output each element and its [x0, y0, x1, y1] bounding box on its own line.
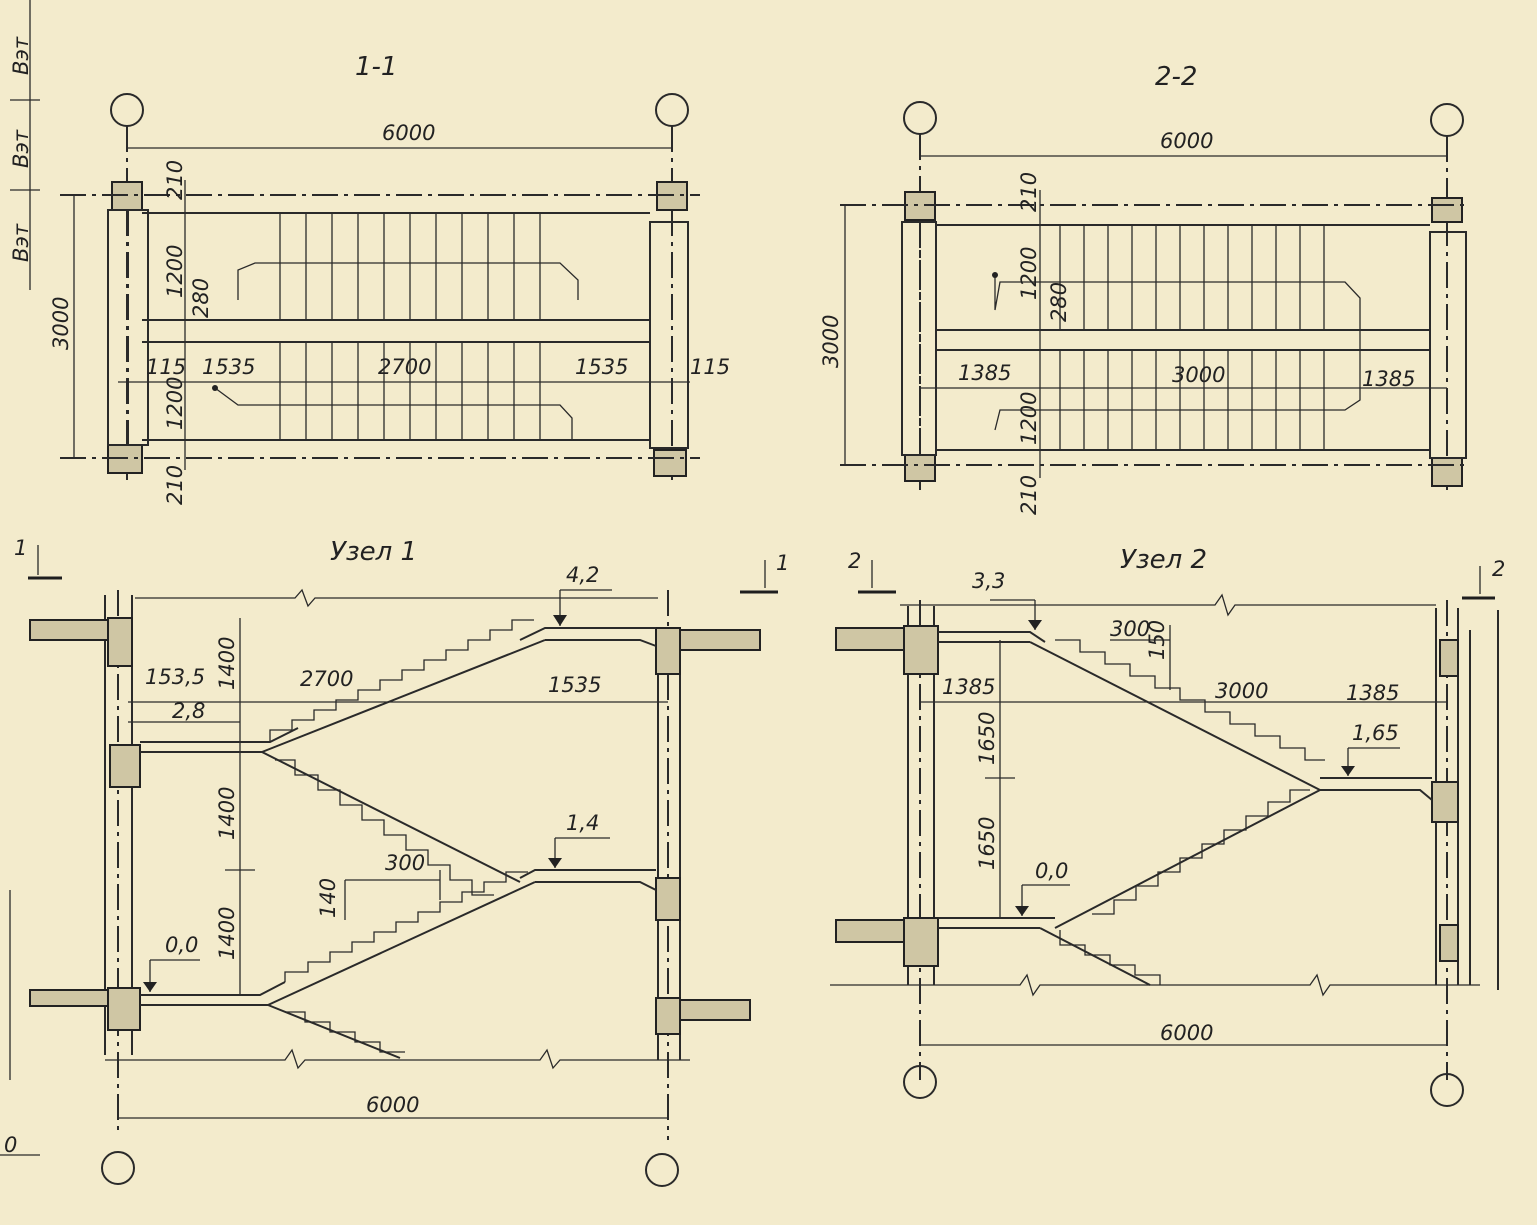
- floor-height-label-1: Вэт: [9, 36, 33, 75]
- section-2-dim-1650-top: 1650: [975, 712, 999, 765]
- plan-2-dim-1385-right: 1385: [1362, 367, 1415, 391]
- plan-2-title: 2-2: [1155, 62, 1197, 92]
- plan-2-dim-1385-left: 1385: [958, 361, 1011, 385]
- plan-1-dim-2700: 2700: [378, 355, 431, 379]
- section-1-dim-2-8: 2,8: [172, 699, 205, 723]
- section-1-dim-300: 300: [385, 851, 425, 875]
- plan-1-dim-3000: 3000: [49, 297, 73, 350]
- section-1-dim-1535: 1535: [548, 673, 601, 697]
- section-1-axis-left: [101, 1151, 135, 1185]
- section-1-dim-153-5: 153,5: [145, 665, 205, 689]
- plan-2-dim-210-top: 210: [1017, 172, 1041, 212]
- plan-1-title: 1-1: [355, 52, 397, 82]
- section-1-dim-6000: 6000: [366, 1093, 419, 1117]
- section-2-level-top: 3,3: [972, 569, 1005, 593]
- section-2-title: Узел 2: [1120, 545, 1207, 575]
- section-1-level-bottom: 0,0: [165, 933, 198, 957]
- plan-1-dim-115-left: 115: [146, 355, 186, 379]
- section-2-level-bottom: 0,0: [1035, 859, 1068, 883]
- plan-2-dim-280: 280: [1047, 282, 1071, 322]
- section-2-dim-300: 300: [1110, 617, 1150, 641]
- floor-height-label-3: Вэт: [9, 223, 33, 262]
- section-1-cut-left: 1: [14, 536, 27, 560]
- plan-1-dim-210-top: 210: [163, 160, 187, 200]
- section-1-dim-1400-top: 1400: [215, 637, 239, 690]
- plan-1-dim-115-right: 115: [690, 355, 730, 379]
- plan-1-dim-210-bottom: 210: [163, 465, 187, 505]
- plan-1: 1-1 6000: [49, 52, 730, 505]
- section-1: Узел 1 1 1: [14, 536, 789, 1187]
- section-2-dim-3000: 3000: [1215, 679, 1268, 703]
- plan-2-dim-6000: 6000: [1160, 129, 1213, 153]
- plan-1-axis-left: [110, 93, 144, 127]
- section-1-dim-140: 140: [316, 878, 340, 918]
- section-2-level-middle: 1,65: [1352, 721, 1399, 745]
- section-2-dim-150: 150: [1145, 620, 1169, 660]
- section-2-dim-6000: 6000: [1160, 1021, 1213, 1045]
- section-1-dim-2700: 2700: [300, 667, 353, 691]
- side-labels: Вэт Вэт Вэт 0: [0, 0, 40, 1157]
- bottom-zero-label: 0: [4, 1133, 17, 1157]
- plan-2-axis-left: [903, 101, 937, 135]
- section-2-cut-right: 2: [1492, 557, 1505, 581]
- plan-1-dim-280: 280: [189, 278, 213, 318]
- section-2-axis-left: [903, 1065, 937, 1099]
- section-2-axis-right: [1430, 1073, 1464, 1107]
- plan-2-dim-210-bottom: 210: [1017, 475, 1041, 515]
- section-1-dim-1400-middle: 1400: [215, 787, 239, 840]
- plan-2-axis-right: [1430, 103, 1464, 137]
- plan-2-dim-1200-top: 1200: [1017, 247, 1041, 300]
- section-1-level-middle: 1,4: [566, 811, 599, 835]
- plan-2-dim-3000-flight: 3000: [1172, 363, 1225, 387]
- plan-2: 2-2 6000: [819, 62, 1470, 515]
- plan-1-dim-1200-top: 1200: [163, 245, 187, 298]
- section-2-dim-1650-bottom: 1650: [975, 817, 999, 870]
- plan-1-dim-1200-bottom: 1200: [163, 377, 187, 430]
- section-2-dim-1385-right: 1385: [1346, 681, 1399, 705]
- section-1-level-top: 4,2: [566, 563, 599, 587]
- plan-2-dim-3000: 3000: [819, 315, 843, 368]
- plan-1-axis-right: [655, 93, 689, 127]
- plan-1-dim-6000: 6000: [382, 121, 435, 145]
- section-2: Узел 2 2 2: [830, 545, 1505, 1107]
- section-1-dim-1400-bottom: 1400: [215, 907, 239, 960]
- section-2-dim-1385-left: 1385: [942, 675, 995, 699]
- floor-height-label-2: Вэт: [9, 129, 33, 168]
- plan-1-dim-1535-right: 1535: [575, 355, 628, 379]
- plan-2-dim-1200-bottom: 1200: [1017, 392, 1041, 445]
- plan-1-dim-1535-left: 1535: [202, 355, 255, 379]
- section-1-title: Узел 1: [330, 537, 417, 567]
- section-1-axis-right: [645, 1153, 679, 1187]
- section-1-cut-right: 1: [776, 551, 789, 575]
- section-2-cut-left: 2: [848, 549, 861, 573]
